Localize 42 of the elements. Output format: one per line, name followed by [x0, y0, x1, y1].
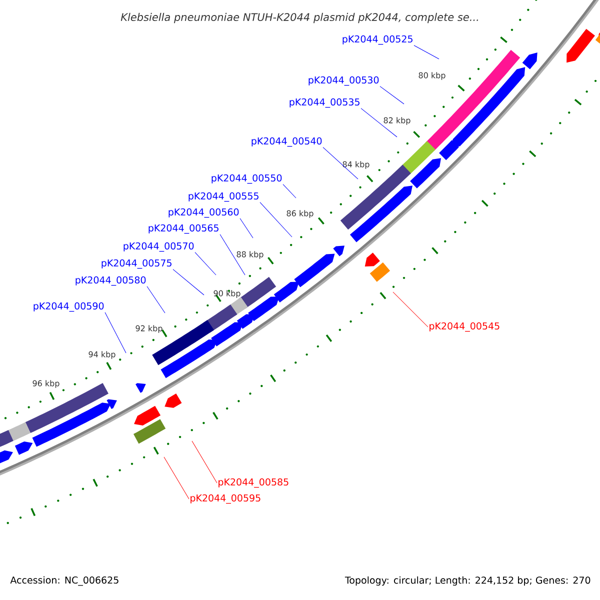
leader-line	[164, 456, 190, 500]
leader-line	[414, 45, 440, 60]
leader-line	[380, 86, 404, 104]
footer-text: Topology: circular; Length: 224,152 bp; Genes: 270	[344, 576, 590, 586]
gene-label: pK2044_00550	[212, 174, 282, 184]
leader-line	[282, 184, 296, 198]
tick-label: 90 kbp	[214, 290, 240, 298]
tick-label: 84 kbp	[342, 161, 370, 169]
gene-label: pK2044_00585	[218, 478, 288, 488]
gene-label: pK2044_00595	[190, 494, 260, 504]
leader-line	[240, 218, 254, 238]
tick-label: 92 kbp	[136, 325, 162, 333]
leader-line	[220, 234, 246, 276]
leader-line	[392, 292, 428, 328]
tick-label: 82 kbp	[384, 117, 410, 125]
leader-line	[194, 252, 216, 276]
gene-label: pK2044_00540	[252, 137, 322, 147]
leader-line	[104, 312, 126, 354]
gene-label: pK2044_00560	[168, 208, 239, 218]
tick-label: 96 kbp	[32, 380, 60, 388]
gene-label: pK2044_00545	[430, 322, 500, 332]
gene-label: pK2044_00570	[124, 242, 194, 252]
gene-label: pK2044_00525	[342, 35, 412, 45]
leader-line	[172, 269, 204, 296]
leader-line	[146, 286, 166, 314]
leader-line	[360, 108, 398, 138]
gene-label: pK2044_00530	[308, 76, 379, 86]
tick-label: 94 kbp	[88, 351, 116, 359]
gene-label: pK2044_00535	[290, 98, 360, 108]
footer-text: Accession: NC_006625	[10, 576, 118, 586]
title: Klebsiella pneumoniae NTUH-K2044 plasmid pK2044, complete se...	[120, 12, 478, 24]
gene-label: pK2044_00565	[148, 224, 218, 234]
leader-line	[322, 147, 358, 180]
tick-label: 80 kbp	[418, 72, 446, 80]
tick-label: 86 kbp	[286, 210, 314, 218]
gene-label: pK2044_00580	[76, 276, 146, 286]
gene-label: pK2044_00555	[188, 192, 258, 202]
gene-label: pK2044_00575	[102, 259, 172, 269]
tick-label: 88 kbp	[236, 251, 264, 259]
leader-line	[192, 440, 218, 484]
leader-line	[260, 202, 292, 238]
gene-label: pK2044_00590	[34, 302, 104, 312]
